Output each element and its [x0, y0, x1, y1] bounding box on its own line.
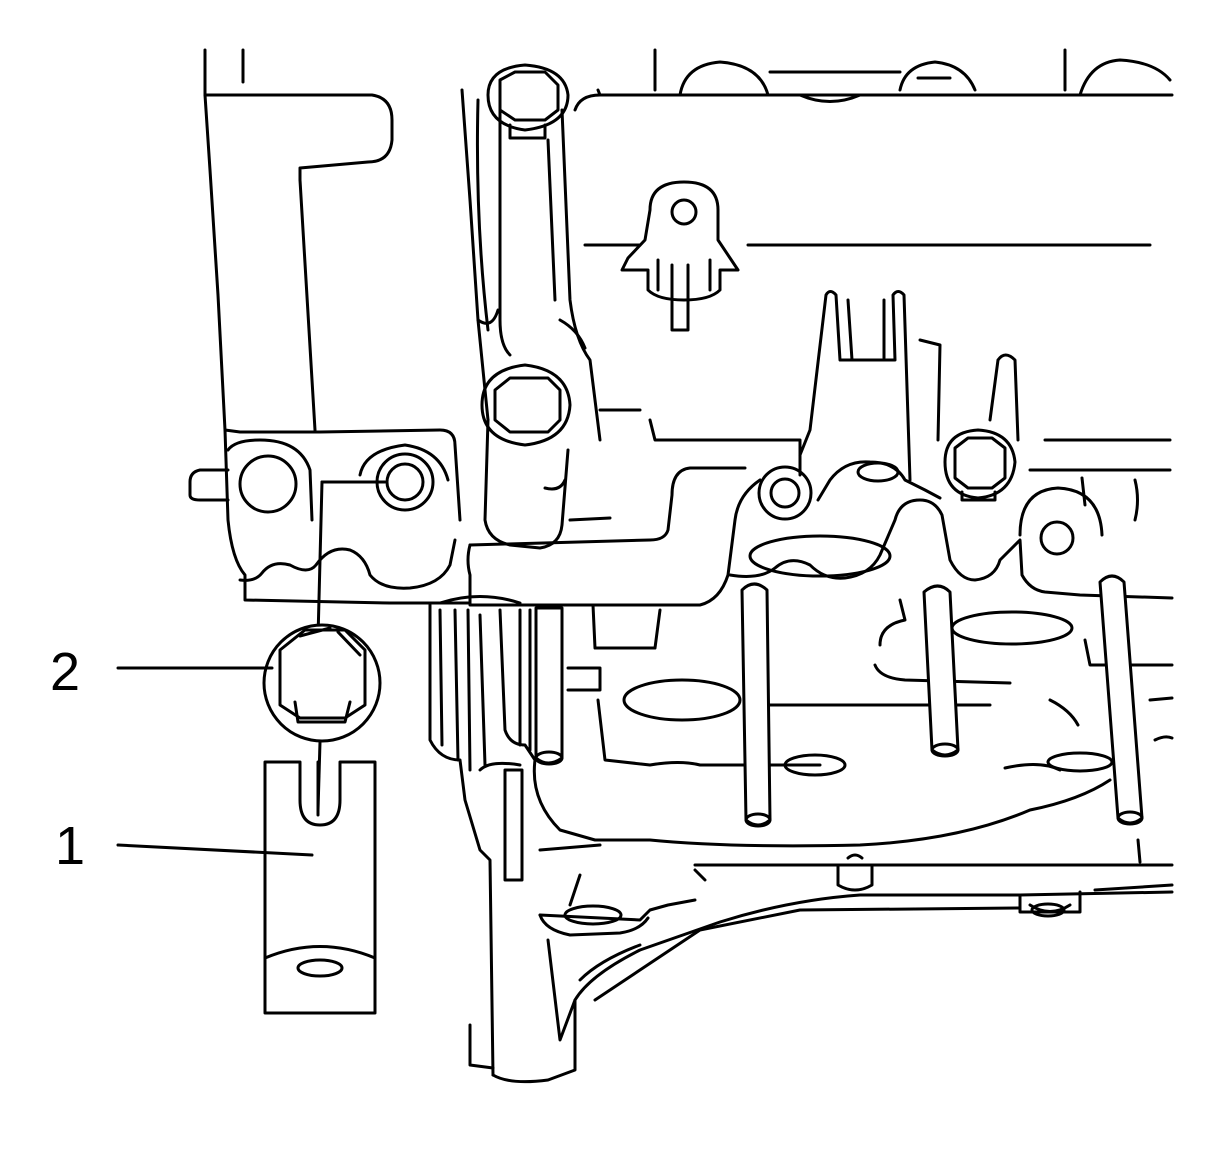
- stud-3: [922, 584, 960, 758]
- callout-label-2: 2: [50, 642, 80, 702]
- main-flange: [438, 466, 1174, 607]
- plug-part: [262, 480, 387, 812]
- oil-pan: [468, 883, 1174, 1084]
- right-bolt: [943, 428, 1017, 502]
- callout-label-1: 1: [55, 816, 85, 876]
- right-boss: [1018, 476, 1139, 556]
- vertical-bracket: [460, 88, 602, 550]
- dipstick-tube: [478, 761, 524, 882]
- cam-cover: [573, 48, 1174, 477]
- left-bolt-boss: [226, 438, 314, 522]
- stud-2: [740, 582, 772, 828]
- stud-1: [534, 606, 564, 766]
- plug-port: [358, 443, 450, 512]
- center-bracket: [798, 290, 1020, 502]
- upper-bolt: [486, 63, 570, 140]
- middle-bolt: [480, 363, 572, 447]
- callout-2: 2: [50, 642, 274, 702]
- block-left-housing: [188, 48, 472, 605]
- center-boss: [757, 465, 813, 521]
- stud-4: [1098, 574, 1144, 826]
- lower-crankcase: [428, 598, 1174, 1077]
- cam-sensor: [620, 180, 740, 332]
- tool-part: [263, 760, 377, 1015]
- callout-1: 1: [55, 816, 314, 876]
